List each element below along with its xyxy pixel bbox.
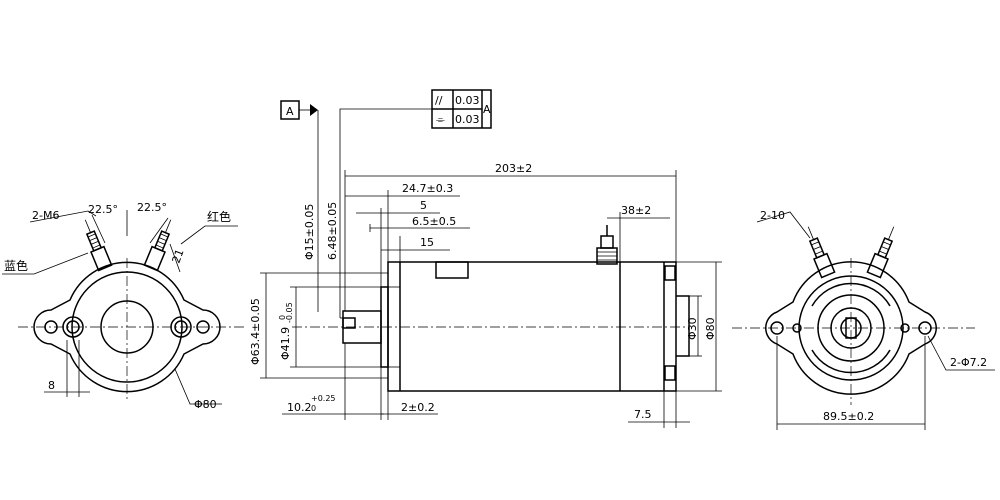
blue-wire-label: 蓝色 [4, 259, 28, 273]
parallelism-value: 0.03 [455, 94, 480, 107]
rear-terminal-right [866, 226, 895, 279]
terminal-red [143, 219, 172, 272]
dim-length-total: 203±2 [495, 162, 532, 175]
dim-10-2-tol-lower: 0 [311, 404, 316, 413]
side-terminal [596, 225, 618, 265]
dim-15: 15 [420, 236, 434, 249]
front-view: 2-M6 22.5° 22.5° 红色 蓝色 21 8 Φ80 [2, 201, 245, 411]
dim-38: 38±2 [621, 204, 651, 217]
terminal-blue [84, 219, 113, 272]
dim-d41: Φ41.9 [279, 327, 292, 360]
dim-6-5: 6.5±0.5 [412, 215, 456, 228]
thread-label: 2-M6 [32, 209, 59, 222]
angle-left-label: 22.5° [88, 203, 118, 216]
tolerance-datum-ref: A [483, 103, 491, 116]
dim-shaft-d15: Φ15±0.05 [303, 204, 316, 260]
dim-8: 8 [48, 379, 55, 392]
red-wire-label: 红色 [207, 209, 231, 224]
rear-terminal-left [807, 226, 836, 279]
dim-89-5: 89.5±0.2 [823, 410, 874, 423]
terminal-label: 2-10 [760, 209, 785, 222]
dim-7-5: 7.5 [634, 408, 652, 421]
parallelism-symbol: // [435, 94, 443, 107]
rear-view: 2-10 2-Φ7.2 89.5±0.2 [732, 209, 995, 430]
tolerance-frame: // 0.03 ⌯ 0.03 A [339, 89, 492, 318]
dim-24-7: 24.7±0.3 [402, 182, 453, 195]
dim-10-2: 10.2 [287, 401, 312, 414]
dim-d41-tol-upper: 0 [278, 315, 287, 320]
dim-d30: Φ30 [686, 317, 699, 340]
dim-flat: 6.48±0.05 [326, 202, 339, 260]
symmetry-symbol: ⌯ [436, 113, 445, 126]
dim-2: 2±0.2 [401, 401, 435, 414]
dim-d80-front: Φ80 [194, 398, 217, 411]
datum-feature-a: A [280, 100, 319, 312]
dim-d80-side: Φ80 [704, 317, 717, 340]
side-view: 203±2 24.7±0.3 5 6.5±0.5 15 38±2 Φ15±0.0… [249, 162, 722, 428]
dim-10-2-tol-upper: +0.25 [311, 394, 336, 403]
symmetry-value: 0.03 [455, 113, 480, 126]
dim-pilot-d63: Φ63.4±0.05 [249, 298, 262, 365]
dim-d41-tol-lower: -0.05 [285, 302, 294, 323]
dim-5: 5 [420, 199, 427, 212]
hole-label: 2-Φ7.2 [950, 356, 987, 369]
datum-letter: A [286, 105, 294, 118]
dim-21: 21 [170, 247, 187, 265]
angle-right-label: 22.5° [137, 201, 167, 214]
